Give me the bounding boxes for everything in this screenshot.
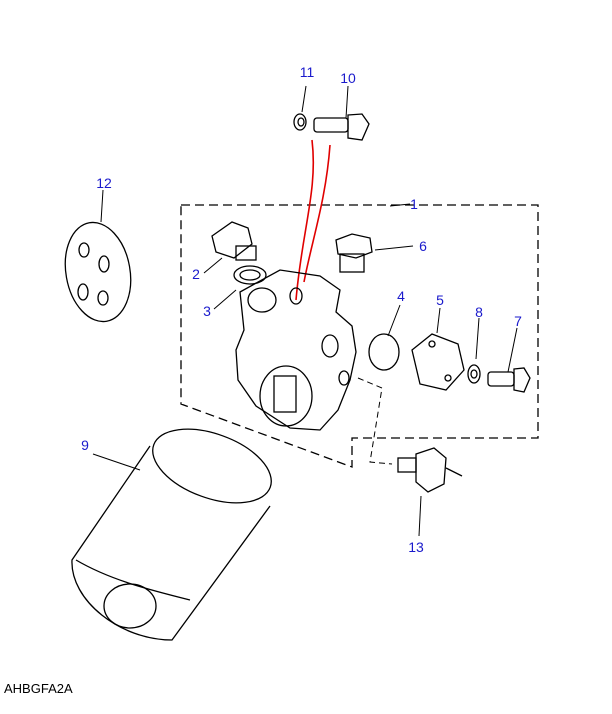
cover-plate-5: [411, 333, 465, 391]
washer-11: [293, 113, 307, 131]
callout-11[interactable]: 11: [299, 64, 315, 80]
callout-9[interactable]: 9: [81, 437, 89, 453]
callout-1[interactable]: 1: [410, 196, 418, 212]
bolt-10: [313, 113, 370, 141]
gasket-12: [64, 221, 132, 323]
callout-12[interactable]: 12: [96, 175, 112, 191]
callout-8[interactable]: 8: [475, 304, 483, 320]
diagram-code: AHBGFA2A: [4, 681, 73, 696]
oil-filter-9: [71, 428, 272, 641]
bolt-route-line: [295, 139, 315, 301]
pressure-switch-13: [397, 447, 463, 493]
group-boundary: [180, 204, 539, 468]
plug-6: [335, 233, 373, 273]
bolt-7: [487, 367, 531, 393]
leader-lines: [92, 85, 518, 537]
washer-8: [467, 364, 481, 384]
callout-5[interactable]: 5: [436, 292, 444, 308]
callout-13[interactable]: 13: [408, 539, 424, 555]
callout-2[interactable]: 2: [192, 266, 200, 282]
callout-6[interactable]: 6: [419, 238, 427, 254]
plug-2: [211, 221, 257, 261]
filter-housing: [235, 269, 357, 431]
sealing-washer-3: [233, 265, 267, 285]
callout-3[interactable]: 3: [203, 303, 211, 319]
o-ring-4: [368, 333, 400, 371]
bolt-route-line: [303, 144, 331, 283]
callout-4[interactable]: 4: [397, 288, 405, 304]
callout-7[interactable]: 7: [514, 313, 522, 329]
callout-10[interactable]: 10: [340, 70, 356, 86]
